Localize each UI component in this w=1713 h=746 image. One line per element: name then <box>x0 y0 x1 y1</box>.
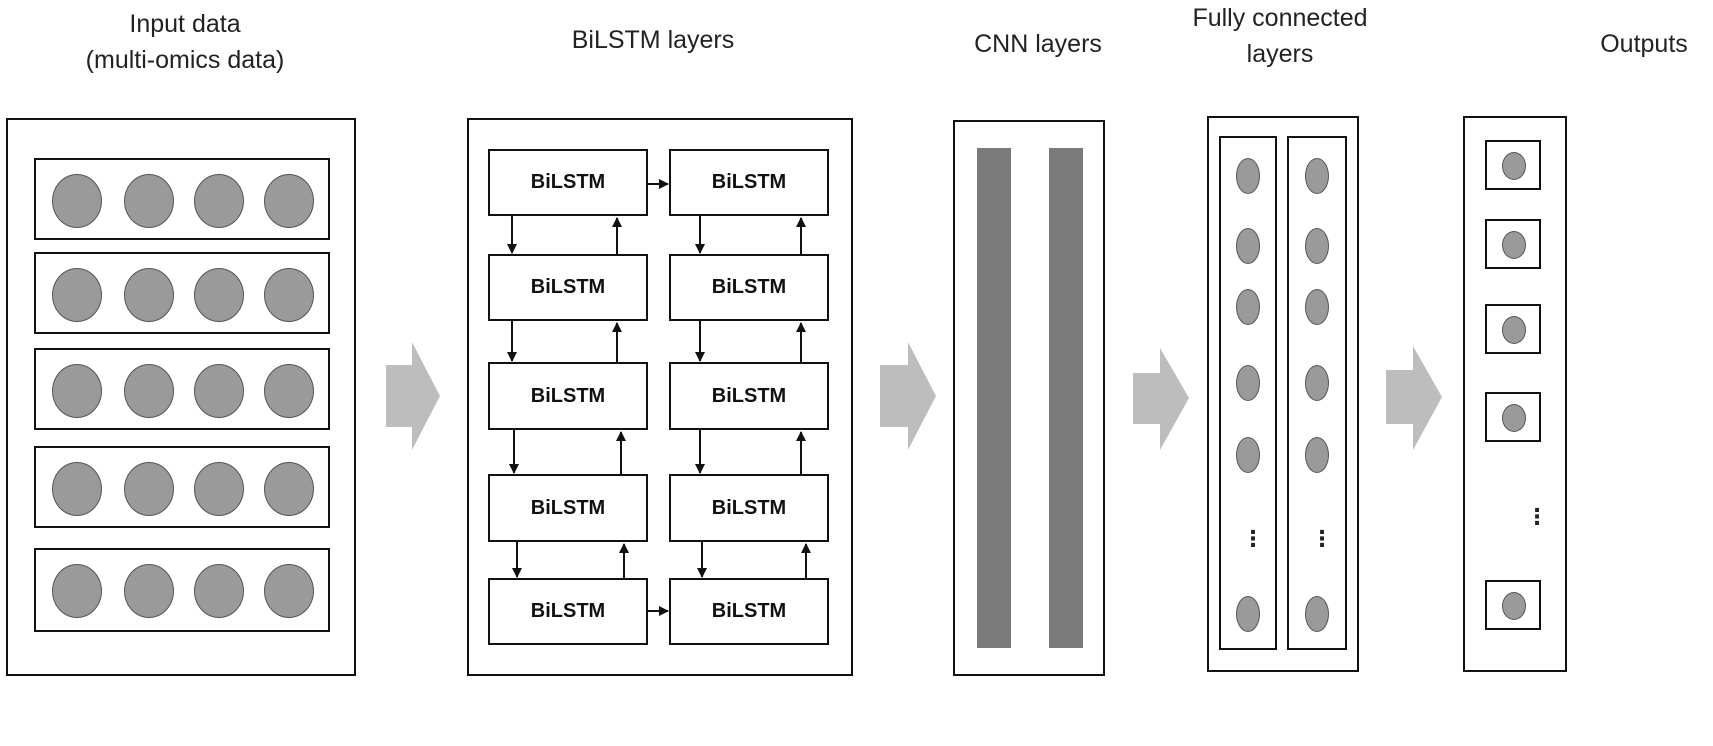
bilstm-cell: BiLSTM <box>488 474 648 542</box>
input-node <box>52 564 102 618</box>
fc-layer-column: ⋮ <box>1287 136 1347 650</box>
input-node <box>194 462 244 516</box>
output-node <box>1502 231 1526 259</box>
input-node <box>124 174 174 228</box>
input-node <box>52 364 102 418</box>
cnn-layers-title: CNN layers <box>974 30 1102 58</box>
bilstm-cell: BiLSTM <box>669 578 829 645</box>
fc-node <box>1236 158 1260 194</box>
cnn-filter-bar <box>977 148 1011 648</box>
input-node <box>52 174 102 228</box>
flow-arrow-right <box>1133 348 1189 450</box>
fc-node <box>1236 228 1260 264</box>
input-node <box>52 268 102 322</box>
input-node <box>124 564 174 618</box>
input-node <box>194 268 244 322</box>
input-row <box>34 548 330 632</box>
bilstm-cell: BiLSTM <box>669 254 829 321</box>
flow-arrow-right <box>386 342 440 450</box>
input-node <box>264 174 314 228</box>
fc-node <box>1236 596 1260 632</box>
fc-node <box>1236 365 1260 401</box>
bilstm-cell: BiLSTM <box>488 149 648 216</box>
output-node <box>1502 404 1526 432</box>
bilstm-cell: BiLSTM <box>669 362 829 430</box>
input-node <box>194 364 244 418</box>
input-row <box>34 348 330 430</box>
cnn-panel <box>953 120 1105 676</box>
output-unit <box>1485 580 1541 630</box>
input-node <box>52 462 102 516</box>
input-data-title: Input data (multi-omics data) <box>85 10 285 74</box>
input-data-panel <box>6 118 356 676</box>
output-unit <box>1485 140 1541 190</box>
fc-node <box>1305 289 1329 325</box>
fc-node <box>1305 228 1329 264</box>
fc-node <box>1236 289 1260 325</box>
output-unit <box>1485 304 1541 354</box>
fc-node <box>1305 158 1329 194</box>
bilstm-cell: BiLSTM <box>488 254 648 321</box>
flow-arrow-right <box>880 342 936 450</box>
flow-arrow-right <box>1386 346 1442 450</box>
input-row <box>34 446 330 528</box>
cnn-filter-bar <box>1049 148 1083 648</box>
input-row <box>34 252 330 334</box>
outputs-panel: ⋮ <box>1463 116 1567 672</box>
output-node <box>1502 152 1526 180</box>
input-node <box>264 268 314 322</box>
outputs-title: Outputs <box>1600 30 1688 58</box>
output-unit <box>1485 219 1541 269</box>
input-node <box>194 564 244 618</box>
input-node <box>194 174 244 228</box>
input-node <box>264 564 314 618</box>
output-unit <box>1485 392 1541 442</box>
input-node <box>124 364 174 418</box>
fc-node <box>1305 596 1329 632</box>
fc-node <box>1305 437 1329 473</box>
input-row <box>34 158 330 240</box>
fc-layer-column: ⋮ <box>1219 136 1277 650</box>
bilstm-cell: BiLSTM <box>669 474 829 542</box>
fc-node <box>1236 437 1260 473</box>
output-node <box>1502 316 1526 344</box>
input-node <box>264 364 314 418</box>
fc-node <box>1305 365 1329 401</box>
input-node <box>124 268 174 322</box>
input-node <box>124 462 174 516</box>
input-node <box>264 462 314 516</box>
bilstm-cell: BiLSTM <box>669 149 829 216</box>
output-node <box>1502 592 1526 620</box>
bilstm-layers-title: BiLSTM layers <box>571 26 735 54</box>
fully-connected-panel: ⋮ ⋮ <box>1207 116 1359 672</box>
bilstm-cell: BiLSTM <box>488 578 648 645</box>
bilstm-cell: BiLSTM <box>488 362 648 430</box>
fully-connected-layers-title: Fully connected layers <box>1192 4 1368 68</box>
